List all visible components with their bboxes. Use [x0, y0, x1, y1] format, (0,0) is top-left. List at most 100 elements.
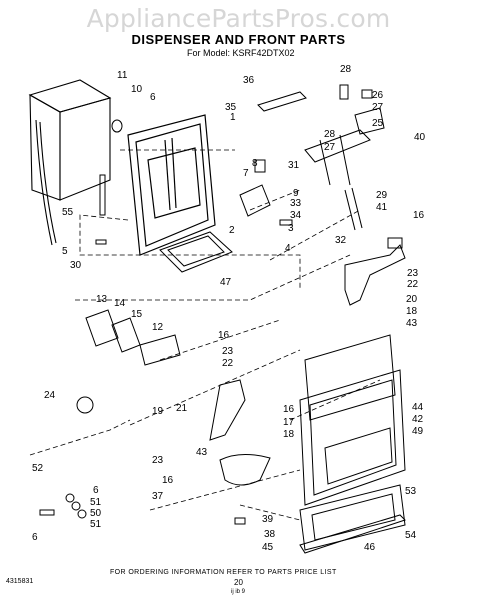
callout-label: 43 [406, 318, 418, 329]
callout-label: 17 [283, 417, 295, 428]
callout-label: 37 [152, 491, 164, 502]
callout-label: 39 [262, 514, 274, 525]
callout-label: 22 [222, 358, 234, 369]
callout-label: 23 [407, 268, 419, 279]
small-part [234, 517, 246, 525]
panel-part [85, 309, 119, 347]
callout-label: 3 [288, 223, 294, 234]
callout-label: 15 [131, 309, 143, 320]
upper-mechanism-part [304, 84, 385, 231]
callout-label: 6 [150, 92, 156, 103]
callout-label: 7 [243, 168, 249, 179]
callout-label: 5 [62, 246, 68, 257]
callout-label: 50 [90, 508, 102, 519]
callout-label: 11 [117, 70, 128, 81]
dispenser-housing-part [127, 114, 216, 256]
callout-label: 35 [225, 102, 237, 113]
callout-label: 16 [162, 475, 174, 486]
callout-label: 36 [243, 75, 255, 86]
callout-label: 18 [283, 429, 295, 440]
callout-label: 1 [230, 112, 236, 123]
callout-label: 26 [372, 90, 384, 101]
callout-label: 42 [412, 414, 424, 425]
callout-label: 40 [414, 132, 426, 143]
date-code: ij ib 9 [231, 589, 246, 595]
callout-label: 51 [90, 519, 102, 530]
page-title: DISPENSER AND FRONT PARTS [131, 32, 346, 47]
bar-part [257, 91, 307, 112]
callout-label: 44 [412, 402, 424, 413]
callout-label: 21 [176, 403, 188, 414]
watermark: AppliancePartsPros.com [86, 4, 391, 33]
lever-part [344, 244, 406, 306]
ice-bin-part [28, 79, 112, 246]
callout-label: 8 [252, 158, 258, 169]
callout-label: 55 [62, 207, 74, 218]
callout-label: 9 [293, 188, 299, 199]
callout-label: 13 [96, 294, 108, 305]
callout-label: 14 [114, 298, 126, 309]
callout-label: 4 [285, 243, 291, 254]
panel-part [111, 317, 141, 353]
screw-part [95, 239, 107, 245]
document-number: 4315831 [6, 578, 34, 585]
callout-label: 28 [324, 129, 336, 140]
callout-label: 23 [222, 346, 234, 357]
callout-label: 33 [290, 198, 302, 209]
callout-label: 34 [290, 210, 302, 221]
callout-label: 28 [340, 64, 352, 75]
callout-label: 49 [412, 426, 424, 437]
callout-label: 25 [372, 118, 384, 129]
drip-tray-part [159, 231, 233, 273]
lever-part [209, 379, 246, 441]
callout-label: 16 [283, 404, 295, 415]
assembly-guide-lines [29, 149, 381, 521]
callout-label: 29 [376, 190, 388, 201]
callout-label: 24 [44, 390, 56, 401]
callout-label: 6 [32, 532, 38, 543]
door-panel-part [299, 334, 406, 551]
ring-part [111, 119, 123, 133]
callout-label: 47 [220, 277, 232, 288]
callout-label: 19 [152, 406, 164, 417]
callout-label: 32 [335, 235, 347, 246]
screw-part [39, 493, 87, 519]
callout-label: 22 [407, 279, 419, 290]
callout-label: 45 [262, 542, 274, 553]
callout-label: 43 [196, 447, 208, 458]
callout-label: 16 [218, 330, 230, 341]
small-part [254, 159, 266, 173]
callout-label: 41 [376, 202, 388, 213]
callout-label: 27 [324, 142, 336, 153]
callout-label: 23 [152, 455, 164, 466]
callout-label: 27 [372, 102, 384, 113]
callout-label: 53 [405, 486, 417, 497]
callout-label: 52 [32, 463, 44, 474]
page-number: 20 [234, 578, 243, 587]
callout-label: 20 [406, 294, 418, 305]
callout-label: 51 [90, 497, 102, 508]
ordering-note: FOR ORDERING INFORMATION REFER TO PARTS … [110, 569, 337, 576]
callout-label: 12 [152, 322, 164, 333]
ring-part [76, 396, 94, 414]
callout-label: 16 [413, 210, 425, 221]
model-line: For Model: KSRF42DTX02 [187, 48, 295, 58]
callout-label: 6 [93, 485, 99, 496]
rod-part [99, 174, 106, 216]
callout-label: 2 [229, 225, 235, 236]
callout-labels: 11 10 6 35 1 36 28 26 27 28 27 25 40 8 7… [32, 64, 426, 553]
small-part [279, 219, 293, 226]
small-part [387, 237, 403, 249]
bracket-part [239, 184, 271, 217]
cup-part [219, 454, 271, 486]
panel-part [139, 334, 181, 366]
callout-label: 30 [70, 260, 82, 271]
callout-label: 10 [131, 84, 143, 95]
strip-part [299, 514, 406, 554]
callout-label: 31 [288, 160, 300, 171]
callout-label: 54 [405, 530, 417, 541]
callout-label: 18 [406, 306, 418, 317]
callout-label: 46 [364, 542, 376, 553]
callout-label: 38 [264, 529, 276, 540]
